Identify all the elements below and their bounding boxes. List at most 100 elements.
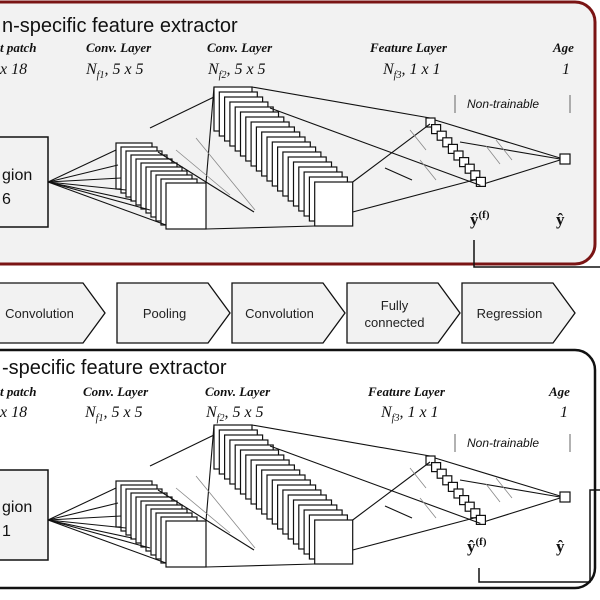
top-header-conv2: Conv. Layer: [207, 40, 273, 55]
top-fan-line: [47, 149, 117, 183]
top-feature-unit: [447, 143, 458, 154]
bottom-loop-connector: [478, 489, 600, 583]
bottom-c2f-line: [352, 516, 477, 551]
bottom-fan-line: [47, 519, 167, 564]
top-fan-line: [47, 181, 151, 211]
bottom-feature-unit: [447, 481, 458, 492]
bottom-fan-line: [47, 519, 133, 539]
top-header-age: Age: [552, 40, 574, 55]
bottom-c1c2-dashed: [195, 475, 256, 549]
top-conv2-map: [314, 181, 354, 227]
top-feature-unit: [464, 163, 475, 174]
bottom-c1c2-line: [149, 434, 215, 467]
bottom-feature-unit: [425, 455, 436, 466]
top-feature-unit: [442, 137, 453, 148]
top-feature-unit: [459, 157, 470, 168]
bottom-region-number: 1: [2, 523, 11, 540]
step-arrow-3: [231, 282, 346, 344]
top-fan-line: [47, 164, 119, 183]
top-c2f-line: [384, 167, 413, 181]
bottom-conv1-map: [165, 520, 207, 568]
step-label-2: Pooling: [143, 306, 186, 321]
bottom-panel-title: -specific feature extractor: [2, 357, 227, 379]
top-dim-conv2: Nf2, 5 x 5: [207, 61, 266, 81]
bottom-header-input: t patch: [0, 384, 36, 399]
top-region-number: 6: [2, 191, 11, 208]
bottom-network: [47, 424, 571, 568]
top-fan-line: [47, 177, 122, 183]
bottom-c1c2-line: [157, 489, 255, 551]
bottom-feature-unit: [431, 462, 442, 473]
bottom-dim-conv1: Nf1, 5 x 5: [84, 404, 143, 424]
top-fo-dashed: [485, 145, 501, 165]
bottom-c1c2-line: [205, 424, 215, 522]
bottom-c1c2-dashed: [175, 487, 231, 534]
bottom-fan-line: [47, 502, 119, 521]
bottom-header-age: Age: [548, 384, 570, 399]
top-c2f-line: [269, 107, 481, 186]
top-fan-line: [47, 181, 133, 201]
top-dim-feature: Nf3, 1 x 1: [382, 61, 441, 81]
step-arrow-2: [116, 282, 231, 344]
bottom-c2f-line: [269, 445, 481, 524]
top-fo-line: [459, 141, 561, 160]
top-feature-unit: [453, 150, 464, 161]
bottom-header-feature: Feature Layer: [367, 384, 446, 399]
top-region-box: [0, 136, 49, 228]
bottom-conv2-map: [314, 519, 354, 565]
bottom-c1c2-line: [205, 563, 315, 568]
top-nontrainable-label: Non-trainable: [467, 97, 539, 111]
bottom-c2f-dashed: [409, 467, 427, 489]
bottom-header-conv2: Conv. Layer: [205, 384, 271, 399]
step-arrow-4: [346, 282, 461, 344]
step-label-4: Fully: [381, 298, 409, 313]
bottom-c2f-line: [251, 424, 431, 457]
step-arrow-5: [461, 282, 576, 344]
bottom-header-conv1: Conv. Layer: [83, 384, 149, 399]
top-c2f-line: [251, 86, 431, 119]
bottom-feature-unit: [436, 468, 447, 479]
top-region-label: gion: [2, 167, 32, 184]
top-fo-line: [485, 159, 561, 184]
process-steps: Convolution Pooling Convolution Fully connec…: [0, 282, 576, 344]
step-label-4-line2: connected: [365, 315, 425, 330]
top-dim-age: 1: [562, 61, 570, 78]
bottom-fo-line: [434, 457, 561, 497]
top-c2f-dashed: [409, 129, 427, 151]
top-c1c2-dashed: [195, 137, 256, 211]
top-header-conv1: Conv. Layer: [86, 40, 152, 55]
bottom-region-box: [0, 469, 49, 561]
bottom-output-age: ŷ: [556, 537, 565, 556]
bottom-fo-line: [459, 479, 561, 498]
top-dim-conv1: Nf1, 5 x 5: [85, 61, 144, 81]
top-c1c2-dashed: [175, 149, 231, 196]
top-c1c2-line: [157, 151, 255, 213]
top-panel-title: n-specific feature extractor: [2, 15, 238, 37]
bottom-c2f-line: [384, 505, 413, 519]
bottom-fo-line: [485, 497, 561, 522]
top-c2f-line: [352, 178, 477, 213]
bottom-nontrainable-label: Non-trainable: [467, 436, 539, 450]
bottom-feature-unit: [453, 488, 464, 499]
bottom-dim-conv2: Nf2, 5 x 5: [205, 404, 264, 424]
top-c1c2-line: [149, 96, 215, 129]
step-label-1: Convolution: [5, 306, 74, 321]
top-conv1-map: [165, 182, 207, 230]
step-arrow-1: [0, 282, 106, 344]
top-feature-unit: [436, 130, 447, 141]
step-label-3: Convolution: [245, 306, 314, 321]
top-c2f-dashed: [419, 159, 437, 181]
bottom-feature-unit: [459, 495, 470, 506]
bottom-fo-dashed: [485, 483, 501, 503]
top-c1c2-line: [205, 86, 215, 184]
bottom-fan-line: [47, 515, 122, 521]
bottom-region-label: gion: [2, 499, 32, 516]
bottom-feature-unit: [464, 501, 475, 512]
top-fo-line: [434, 119, 561, 159]
top-c1c2-line: [205, 225, 315, 230]
top-feature-unit: [475, 176, 486, 187]
top-header-feature: Feature Layer: [369, 40, 448, 55]
bottom-fan-line: [47, 519, 127, 529]
top-output-age: ŷ: [556, 210, 565, 229]
